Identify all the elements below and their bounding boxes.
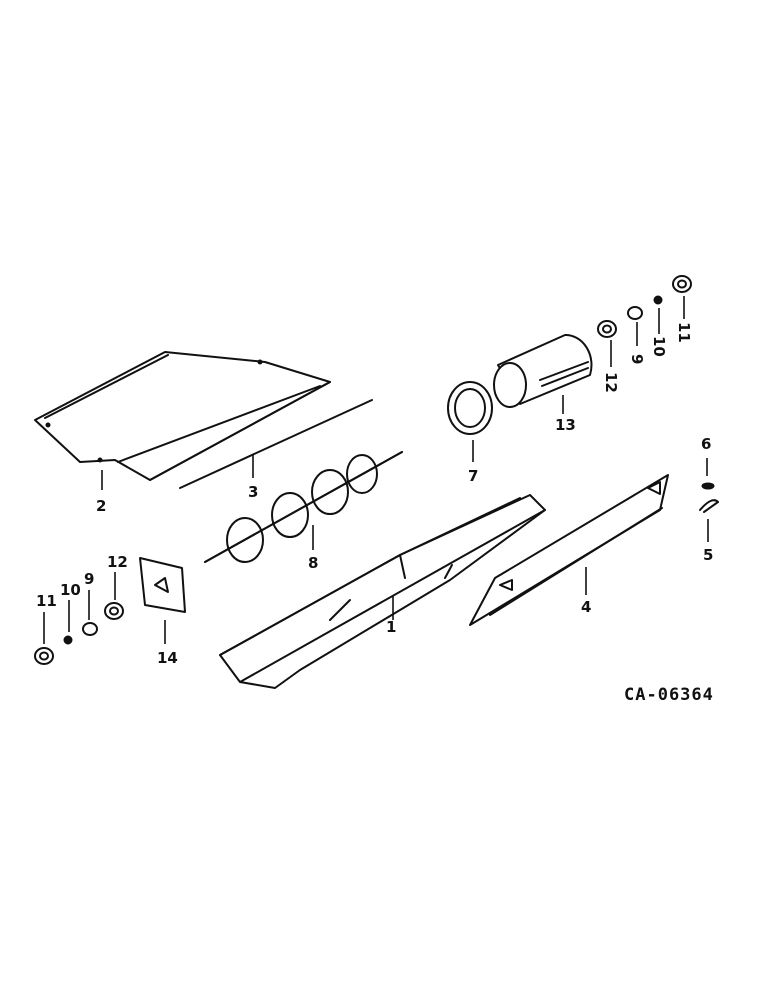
callout-10-right: 10 — [650, 336, 668, 357]
part-2-cover — [34, 351, 331, 481]
callout-11-right: 11 — [675, 322, 693, 343]
callout-9-left: 9 — [84, 570, 94, 588]
part-7-ring — [447, 381, 493, 435]
callout-6: 6 — [701, 435, 711, 453]
callout-11-left: 11 — [36, 592, 57, 610]
part-8-auger — [204, 451, 403, 563]
callout-1: 1 — [386, 618, 396, 636]
callout-3: 3 — [248, 483, 258, 501]
leader-lines — [43, 296, 709, 644]
callout-12-left: 12 — [107, 553, 128, 571]
left-hardware-stack — [34, 602, 124, 665]
callout-7: 7 — [468, 467, 478, 485]
part-5-6-pin-clip — [699, 482, 719, 513]
callout-13: 13 — [555, 416, 576, 434]
right-hardware-stack — [597, 275, 692, 338]
part-13-cylinder — [493, 333, 593, 408]
part-14-end-plate — [139, 557, 186, 613]
callout-5: 5 — [703, 546, 713, 564]
part-3-rod — [179, 399, 373, 489]
callout-8: 8 — [308, 554, 318, 572]
part-4-side-panel — [469, 474, 669, 626]
callout-4: 4 — [581, 598, 591, 616]
callout-2: 2 — [96, 497, 106, 515]
diagram-code: CA-06364 — [624, 685, 714, 705]
callout-9-right: 9 — [628, 354, 646, 364]
callout-labels: 1 2 3 4 5 6 7 8 9 10 11 12 13 14 9 10 11… — [36, 322, 713, 667]
callout-10-left: 10 — [60, 581, 81, 599]
callout-14: 14 — [157, 649, 178, 667]
callout-12-right: 12 — [602, 372, 620, 393]
